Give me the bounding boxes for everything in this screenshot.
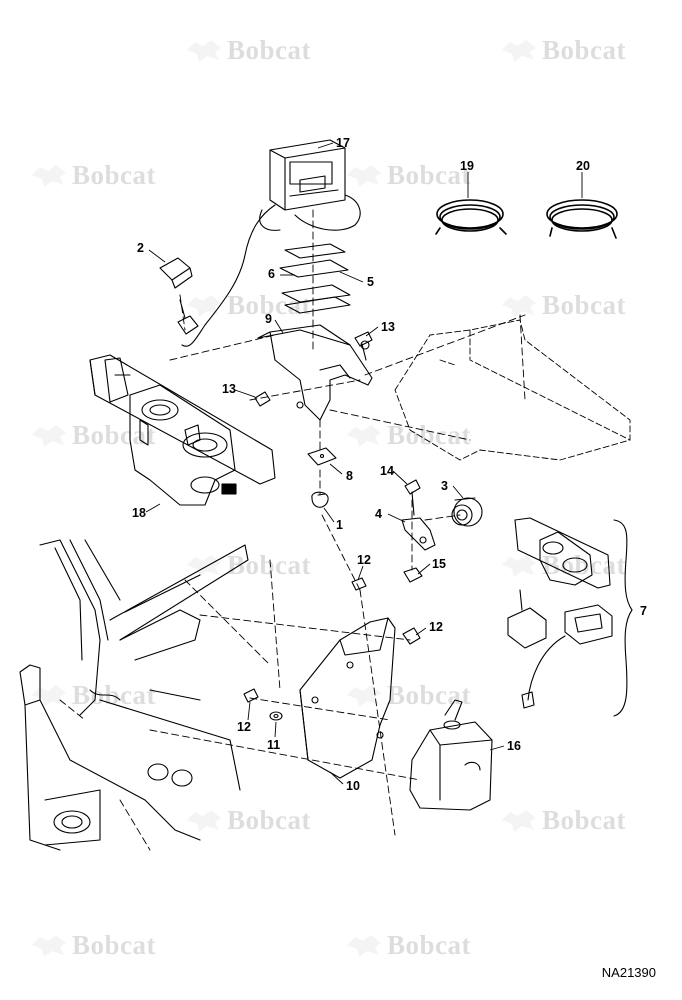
watermark-text: Bobcat: [387, 160, 471, 190]
callout-8: 8: [346, 469, 353, 483]
part-19-harness-coil: [435, 199, 507, 235]
callout-20: 20: [576, 159, 590, 173]
part-20-harness-coil: [546, 199, 618, 239]
callout-12-right: 12: [429, 620, 443, 634]
bobcat-logo-icon: [187, 294, 221, 317]
frame-panel-phantom: [394, 319, 631, 461]
callout-13-upper: 13: [381, 320, 395, 334]
callout-15: 15: [432, 557, 446, 571]
part-11-washer: [269, 711, 283, 721]
watermark: Bobcat: [345, 680, 471, 711]
watermark-text: Bobcat: [72, 930, 156, 960]
part-16-switch-box: [409, 699, 493, 811]
bobcat-logo-icon: [187, 809, 221, 832]
callout-11: 11: [267, 738, 281, 752]
watermark-text: Bobcat: [542, 290, 626, 320]
callout-9: 9: [265, 312, 272, 326]
callout-1: 1: [336, 518, 343, 532]
callout-4: 4: [375, 507, 382, 521]
bobcat-logo-icon: [347, 164, 381, 187]
callout-12-left: 12: [237, 720, 251, 734]
callout-5: 5: [367, 275, 374, 289]
part-10-lower-bracket: [299, 617, 396, 779]
machine-frame-left: [19, 539, 249, 851]
bobcat-logo-icon: [187, 554, 221, 577]
callout-2: 2: [137, 241, 144, 255]
callout-10: 10: [346, 779, 360, 793]
watermark: Bobcat: [345, 930, 471, 961]
bobcat-logo-icon: [347, 934, 381, 957]
callout-6: 6: [268, 267, 275, 281]
watermark: Bobcat: [500, 550, 626, 581]
bobcat-logo-icon: [502, 554, 536, 577]
bobcat-logo-icon: [32, 164, 66, 187]
watermark-text: Bobcat: [72, 680, 156, 710]
part-3-socket: [451, 497, 483, 527]
watermark-text: Bobcat: [72, 160, 156, 190]
part-4-bracket: [401, 517, 436, 551]
watermark: Bobcat: [30, 420, 156, 451]
part-9-bracket: [257, 324, 373, 421]
watermark-text: Bobcat: [387, 680, 471, 710]
watermark: Bobcat: [500, 35, 626, 66]
bobcat-logo-icon: [32, 424, 66, 447]
bobcat-logo-icon: [187, 39, 221, 62]
bobcat-logo-icon: [502, 39, 536, 62]
watermark: Bobcat: [185, 35, 311, 66]
watermark: Bobcat: [185, 290, 311, 321]
watermark: Bobcat: [30, 680, 156, 711]
callout-16: 16: [507, 739, 521, 753]
bobcat-logo-icon: [502, 809, 536, 832]
watermark-text: Bobcat: [387, 930, 471, 960]
part-18-joystick-assembly: [89, 354, 276, 506]
watermark: Bobcat: [345, 160, 471, 191]
parts-5-6-mounting-pads: [279, 243, 351, 314]
bobcat-logo-icon: [502, 294, 536, 317]
watermark-text: Bobcat: [227, 805, 311, 835]
callout-18: 18: [132, 506, 146, 520]
callout-12-top: 12: [357, 553, 371, 567]
part-8-plate: [307, 447, 337, 466]
callout-19: 19: [460, 159, 474, 173]
watermark-text: Bobcat: [542, 550, 626, 580]
part-17-control-module: [181, 139, 361, 347]
callout-13-lower: 13: [222, 382, 236, 396]
drawing-code: NA21390: [601, 965, 656, 980]
watermark: Bobcat: [30, 930, 156, 961]
watermark: Bobcat: [345, 420, 471, 451]
watermark-text: Bobcat: [542, 35, 626, 65]
part-13-bolts: [254, 331, 373, 407]
part-1-clamp: [311, 491, 329, 508]
watermark: Bobcat: [30, 160, 156, 191]
part-2-connector: [159, 257, 199, 335]
assembly-guide-lines: [59, 209, 526, 851]
bobcat-logo-icon: [347, 424, 381, 447]
watermark: Bobcat: [500, 290, 626, 321]
callout-3: 3: [441, 479, 448, 493]
watermark-text: Bobcat: [227, 35, 311, 65]
callout-14: 14: [380, 464, 394, 478]
watermark-text: Bobcat: [72, 420, 156, 450]
bobcat-logo-icon: [32, 934, 66, 957]
part-15-nut: [403, 567, 423, 583]
watermark: Bobcat: [185, 805, 311, 836]
part-14-bolt: [404, 479, 421, 516]
watermark-text: Bobcat: [542, 805, 626, 835]
watermark: Bobcat: [500, 805, 626, 836]
bobcat-logo-icon: [347, 684, 381, 707]
callout-7: 7: [640, 604, 647, 618]
watermark-text: Bobcat: [227, 290, 311, 320]
part-7-kit-assembly: [507, 517, 633, 717]
callout-17: 17: [336, 136, 350, 150]
